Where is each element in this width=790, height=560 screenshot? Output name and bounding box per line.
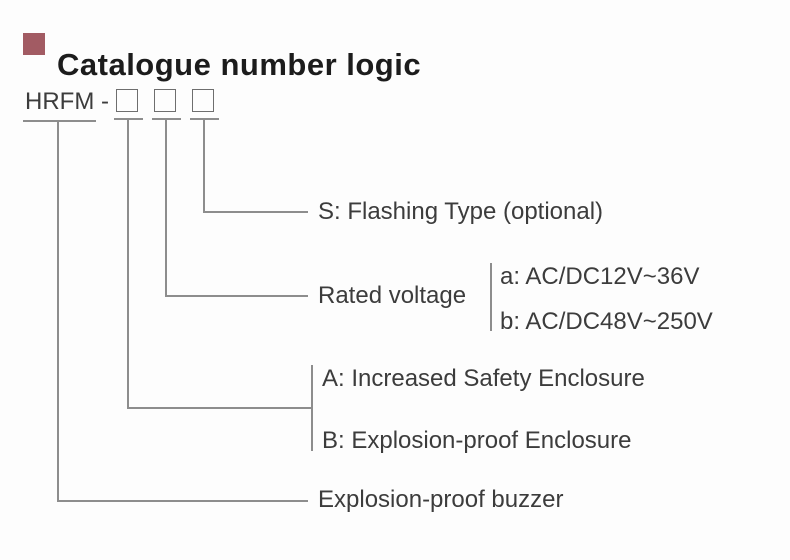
code-placeholder-box-1 [116, 89, 138, 112]
product-label: Explosion-proof buzzer [318, 486, 564, 513]
bracket-voltage-options [490, 263, 492, 331]
enclosure-option-a: A: Increased Safety Enclosure [322, 365, 645, 392]
voltage-option-a: a: AC/DC12V~36V [500, 263, 700, 290]
leader-flashing-type [203, 211, 308, 213]
code-placeholder-box-2 [154, 89, 176, 112]
section-title: Catalogue number logic [57, 46, 422, 82]
connector-stem-prefix [57, 121, 59, 500]
enclosure-option-b: B: Explosion-proof Enclosure [322, 427, 632, 454]
underline-prefix [23, 120, 96, 122]
underline-box-2 [152, 118, 181, 120]
code-placeholder-box-3 [192, 89, 214, 112]
catalogue-code-prefix: HRFM - [25, 88, 109, 115]
connector-stem-box-2 [165, 119, 167, 295]
flashing-type-label: S: Flashing Type (optional) [318, 198, 604, 225]
connector-stem-box-1 [127, 119, 129, 407]
underline-box-3 [190, 118, 219, 120]
section-bullet-icon [23, 33, 45, 55]
connector-stem-box-3 [203, 119, 205, 211]
voltage-option-b: b: AC/DC48V~250V [500, 308, 713, 335]
leader-enclosure [127, 407, 312, 409]
leader-rated-voltage [165, 295, 308, 297]
leader-buzzer [57, 500, 308, 502]
underline-box-1 [114, 118, 143, 120]
bracket-enclosure-options [311, 365, 313, 451]
rated-voltage-label: Rated voltage [318, 282, 467, 309]
